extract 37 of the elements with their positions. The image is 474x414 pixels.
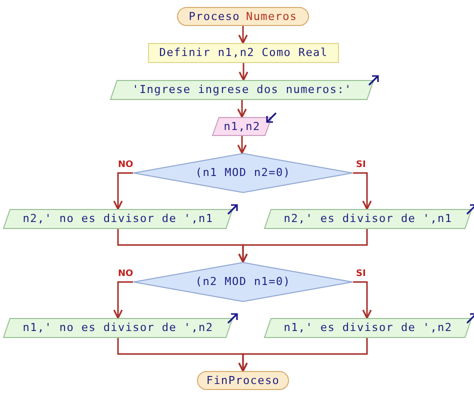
node-text: FinProceso <box>206 374 280 388</box>
process-box <box>148 43 339 63</box>
arrow <box>237 100 247 118</box>
output-parallelogram <box>3 209 233 229</box>
node-text: Proceso <box>188 10 240 24</box>
edge-label: SI <box>356 161 366 170</box>
arrow <box>238 26 248 44</box>
node-text: Definir n1,n2 Como Real <box>159 46 328 60</box>
process-name: Numeros <box>246 10 298 24</box>
arrow <box>113 281 133 319</box>
terminal-box <box>197 371 289 390</box>
node-text: 'Ingrese ingrese dos numeros:' <box>132 83 352 97</box>
arrow <box>238 63 248 81</box>
node-text: n1,' no es divisor de ',n2 <box>22 321 214 335</box>
arrow <box>353 172 372 210</box>
node-text: n1,n2 <box>224 120 260 134</box>
input-parallelogram <box>212 117 272 136</box>
arrow <box>113 172 133 210</box>
terminal-box <box>177 7 309 26</box>
arrow <box>238 338 368 372</box>
output-parallelogram <box>110 80 374 100</box>
node-text: n2,' no es divisor de ',n1 <box>22 212 214 226</box>
edge-label: NO <box>118 270 134 279</box>
node-text: (n1 MOD n2=0) <box>195 166 291 180</box>
edge-label: NO <box>118 161 134 170</box>
output-parallelogram <box>3 318 233 338</box>
decision-diamond <box>133 262 353 302</box>
arrow <box>237 136 247 154</box>
output-parallelogram <box>264 318 472 338</box>
node-text: n1,' es divisor de ',n2 <box>284 321 452 335</box>
arrow <box>353 281 372 319</box>
decision-diamond <box>133 153 353 193</box>
node-text: n2,' es divisor de ',n1 <box>284 212 452 226</box>
edge-label: SI <box>356 270 366 279</box>
node-text: (n2 MOD n1=0) <box>195 275 291 289</box>
output-parallelogram <box>264 209 472 229</box>
arrow <box>238 229 368 263</box>
